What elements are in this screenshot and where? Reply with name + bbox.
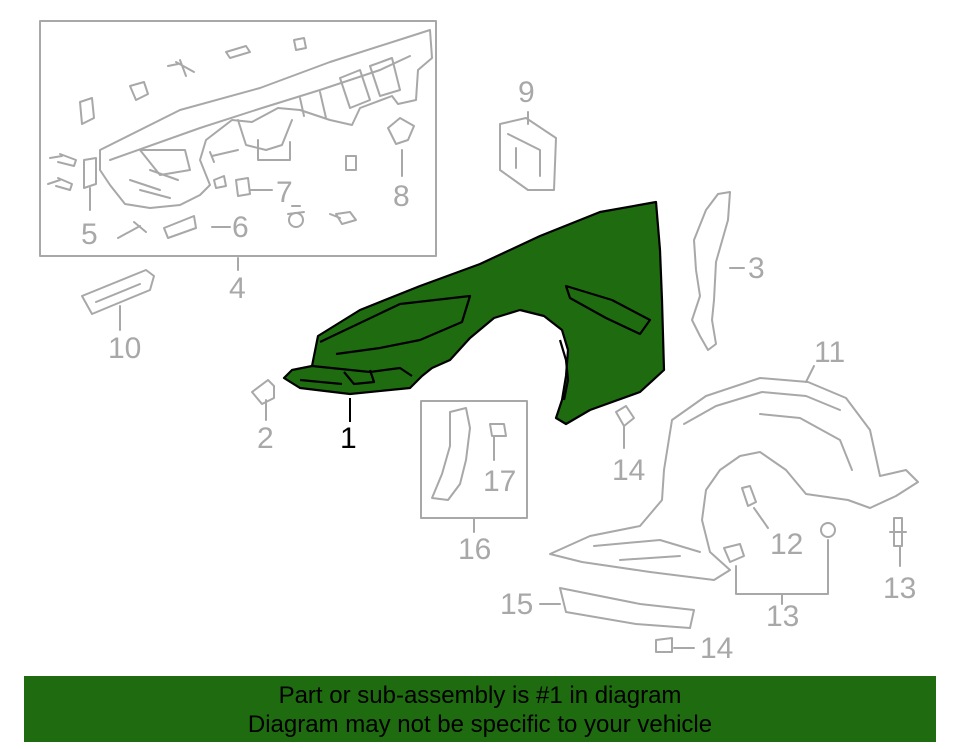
- part-4-apron: [99, 29, 433, 209]
- callout-7: 7: [276, 176, 293, 209]
- part-9-bracket: [499, 117, 557, 191]
- inset-box-16: [420, 400, 528, 519]
- info-banner: Part or sub-assembly is #1 in diagram Di…: [24, 676, 936, 742]
- callout-8: 8: [393, 180, 410, 213]
- part-11-liner: [549, 377, 919, 581]
- leader-lines: [89, 111, 901, 649]
- part-16-mudflap: [431, 407, 471, 501]
- callout-13b: 13: [766, 600, 799, 633]
- callout-9: 9: [518, 76, 535, 109]
- callout-13a: 13: [883, 572, 916, 605]
- part-10-bracket: [81, 269, 155, 315]
- part-13-clip-c: [723, 543, 745, 563]
- callout-10: 10: [108, 332, 141, 365]
- part-1-fender: [282, 200, 666, 426]
- part-12-clip: [741, 485, 757, 507]
- inset-fasteners: [47, 37, 415, 239]
- inset-box-4: [39, 20, 437, 257]
- part-14-clip-a: [615, 405, 635, 427]
- callout-12: 12: [770, 528, 803, 561]
- callout-3: 3: [748, 252, 765, 285]
- callout-16: 16: [458, 533, 491, 566]
- callout-2: 2: [257, 422, 274, 455]
- part-3-seal: [691, 191, 731, 351]
- part-13-nut-b: [820, 522, 836, 538]
- callout-1: 1: [340, 422, 357, 455]
- part-2-bracket: [251, 379, 275, 405]
- callout-4: 4: [229, 272, 246, 305]
- banner-line-1: Part or sub-assembly is #1 in diagram: [278, 682, 682, 709]
- callout-11: 11: [814, 336, 845, 369]
- callout-14b: 14: [700, 632, 733, 665]
- part-14-clip-b: [655, 637, 673, 653]
- callout-5: 5: [81, 218, 98, 251]
- part-13-screw-a: [889, 517, 907, 547]
- part-15-strip: [559, 587, 695, 629]
- callout-14a: 14: [612, 454, 645, 487]
- callout-15: 15: [500, 588, 533, 621]
- callout-17: 17: [483, 465, 516, 498]
- callout-6: 6: [232, 211, 249, 244]
- part-17-clip: [489, 423, 507, 437]
- banner-line-2: Diagram may not be specific to your vehi…: [247, 711, 713, 738]
